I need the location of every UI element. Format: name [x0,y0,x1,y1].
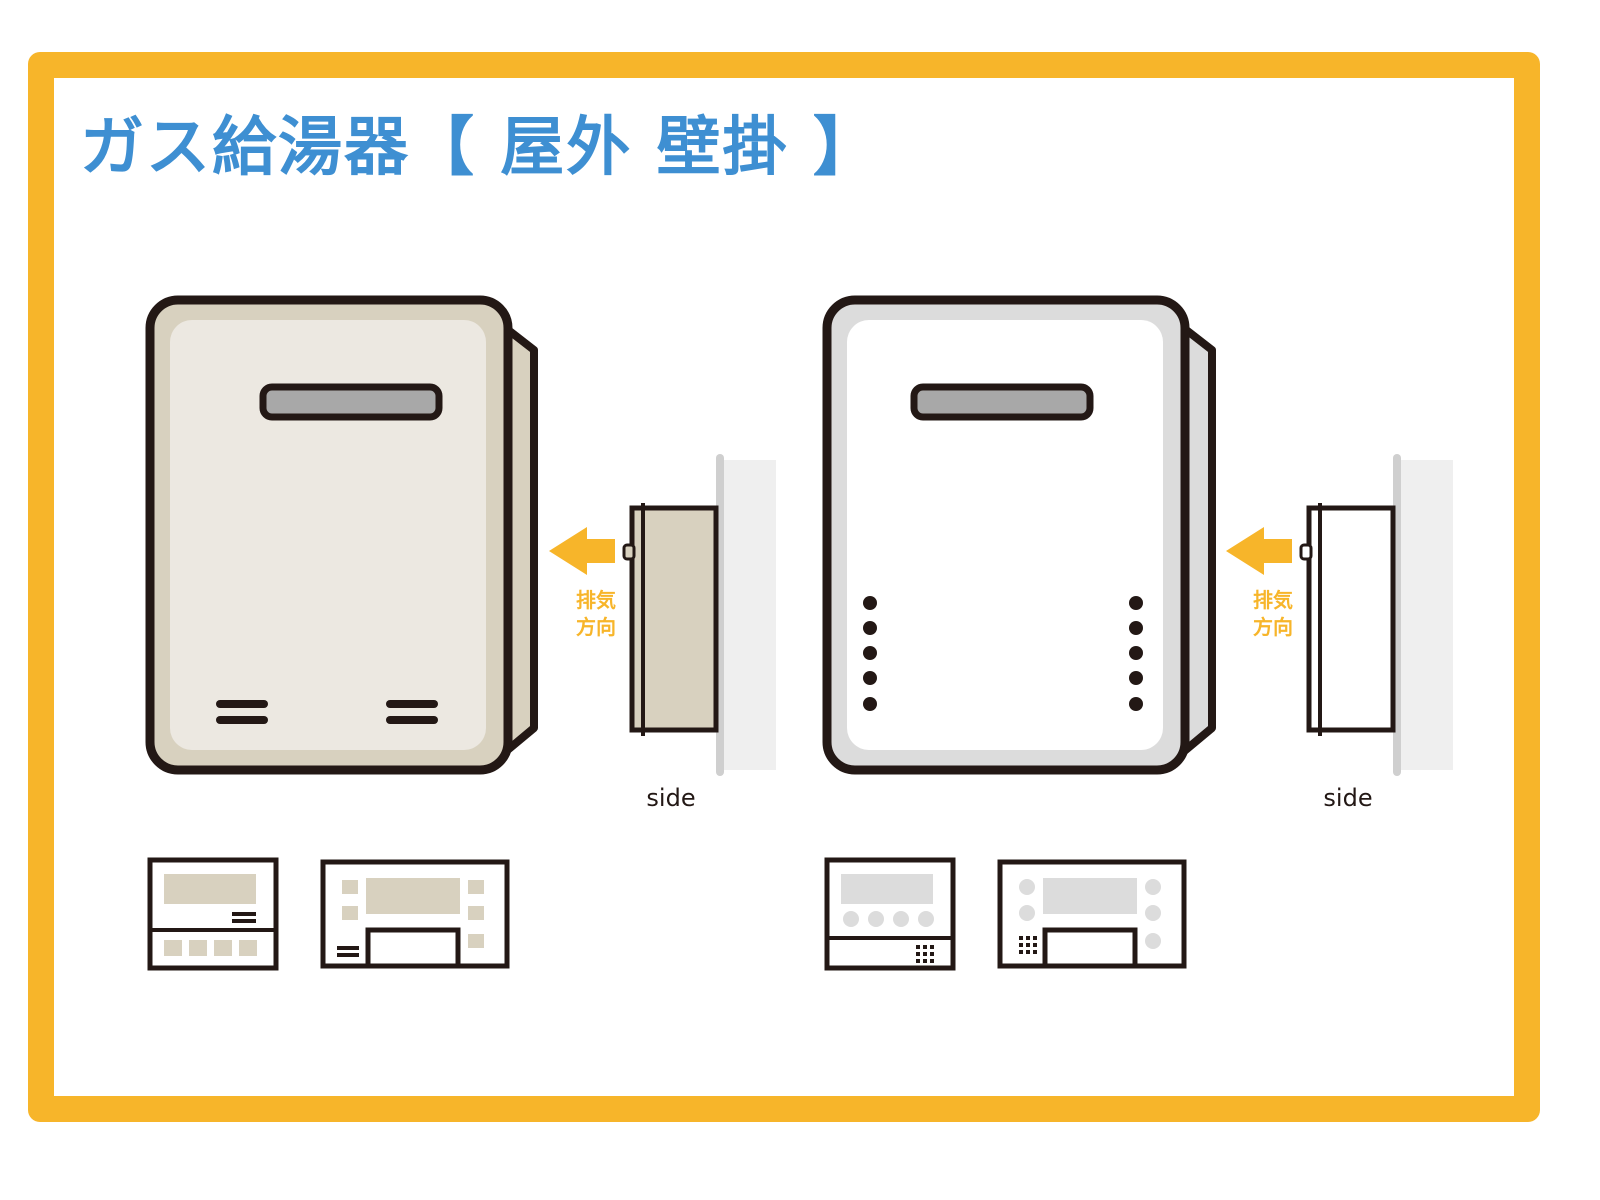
remote-controller-white-small [824,857,956,971]
page-title: ガス給湯器【 屋外 壁掛 】 [80,111,879,185]
side-label: side [1323,784,1372,812]
vent-dots [863,596,1143,711]
display-slot [910,383,1094,421]
water-heater-white [822,295,1216,775]
exhaust-label-1: 排気 [576,588,616,612]
vent-slots [216,700,438,724]
exhaust-arrow [1226,527,1292,575]
remote-controller-white-large [997,859,1187,969]
exhaust-label-2: 方向 [1253,615,1293,639]
side-label: side [646,784,695,812]
exhaust-label-1: 排気 [1253,588,1293,612]
wall [1395,460,1453,770]
wall [718,460,776,770]
display-slot [259,383,443,421]
remote-controller-beige-small [147,857,279,971]
exhaust-arrow [549,527,615,575]
exhaust-label-2: 方向 [576,615,616,639]
side-view-white [1299,454,1453,776]
water-heater-beige [145,295,538,775]
remote-controller-beige-large [320,859,510,969]
side-view-beige [622,454,776,776]
